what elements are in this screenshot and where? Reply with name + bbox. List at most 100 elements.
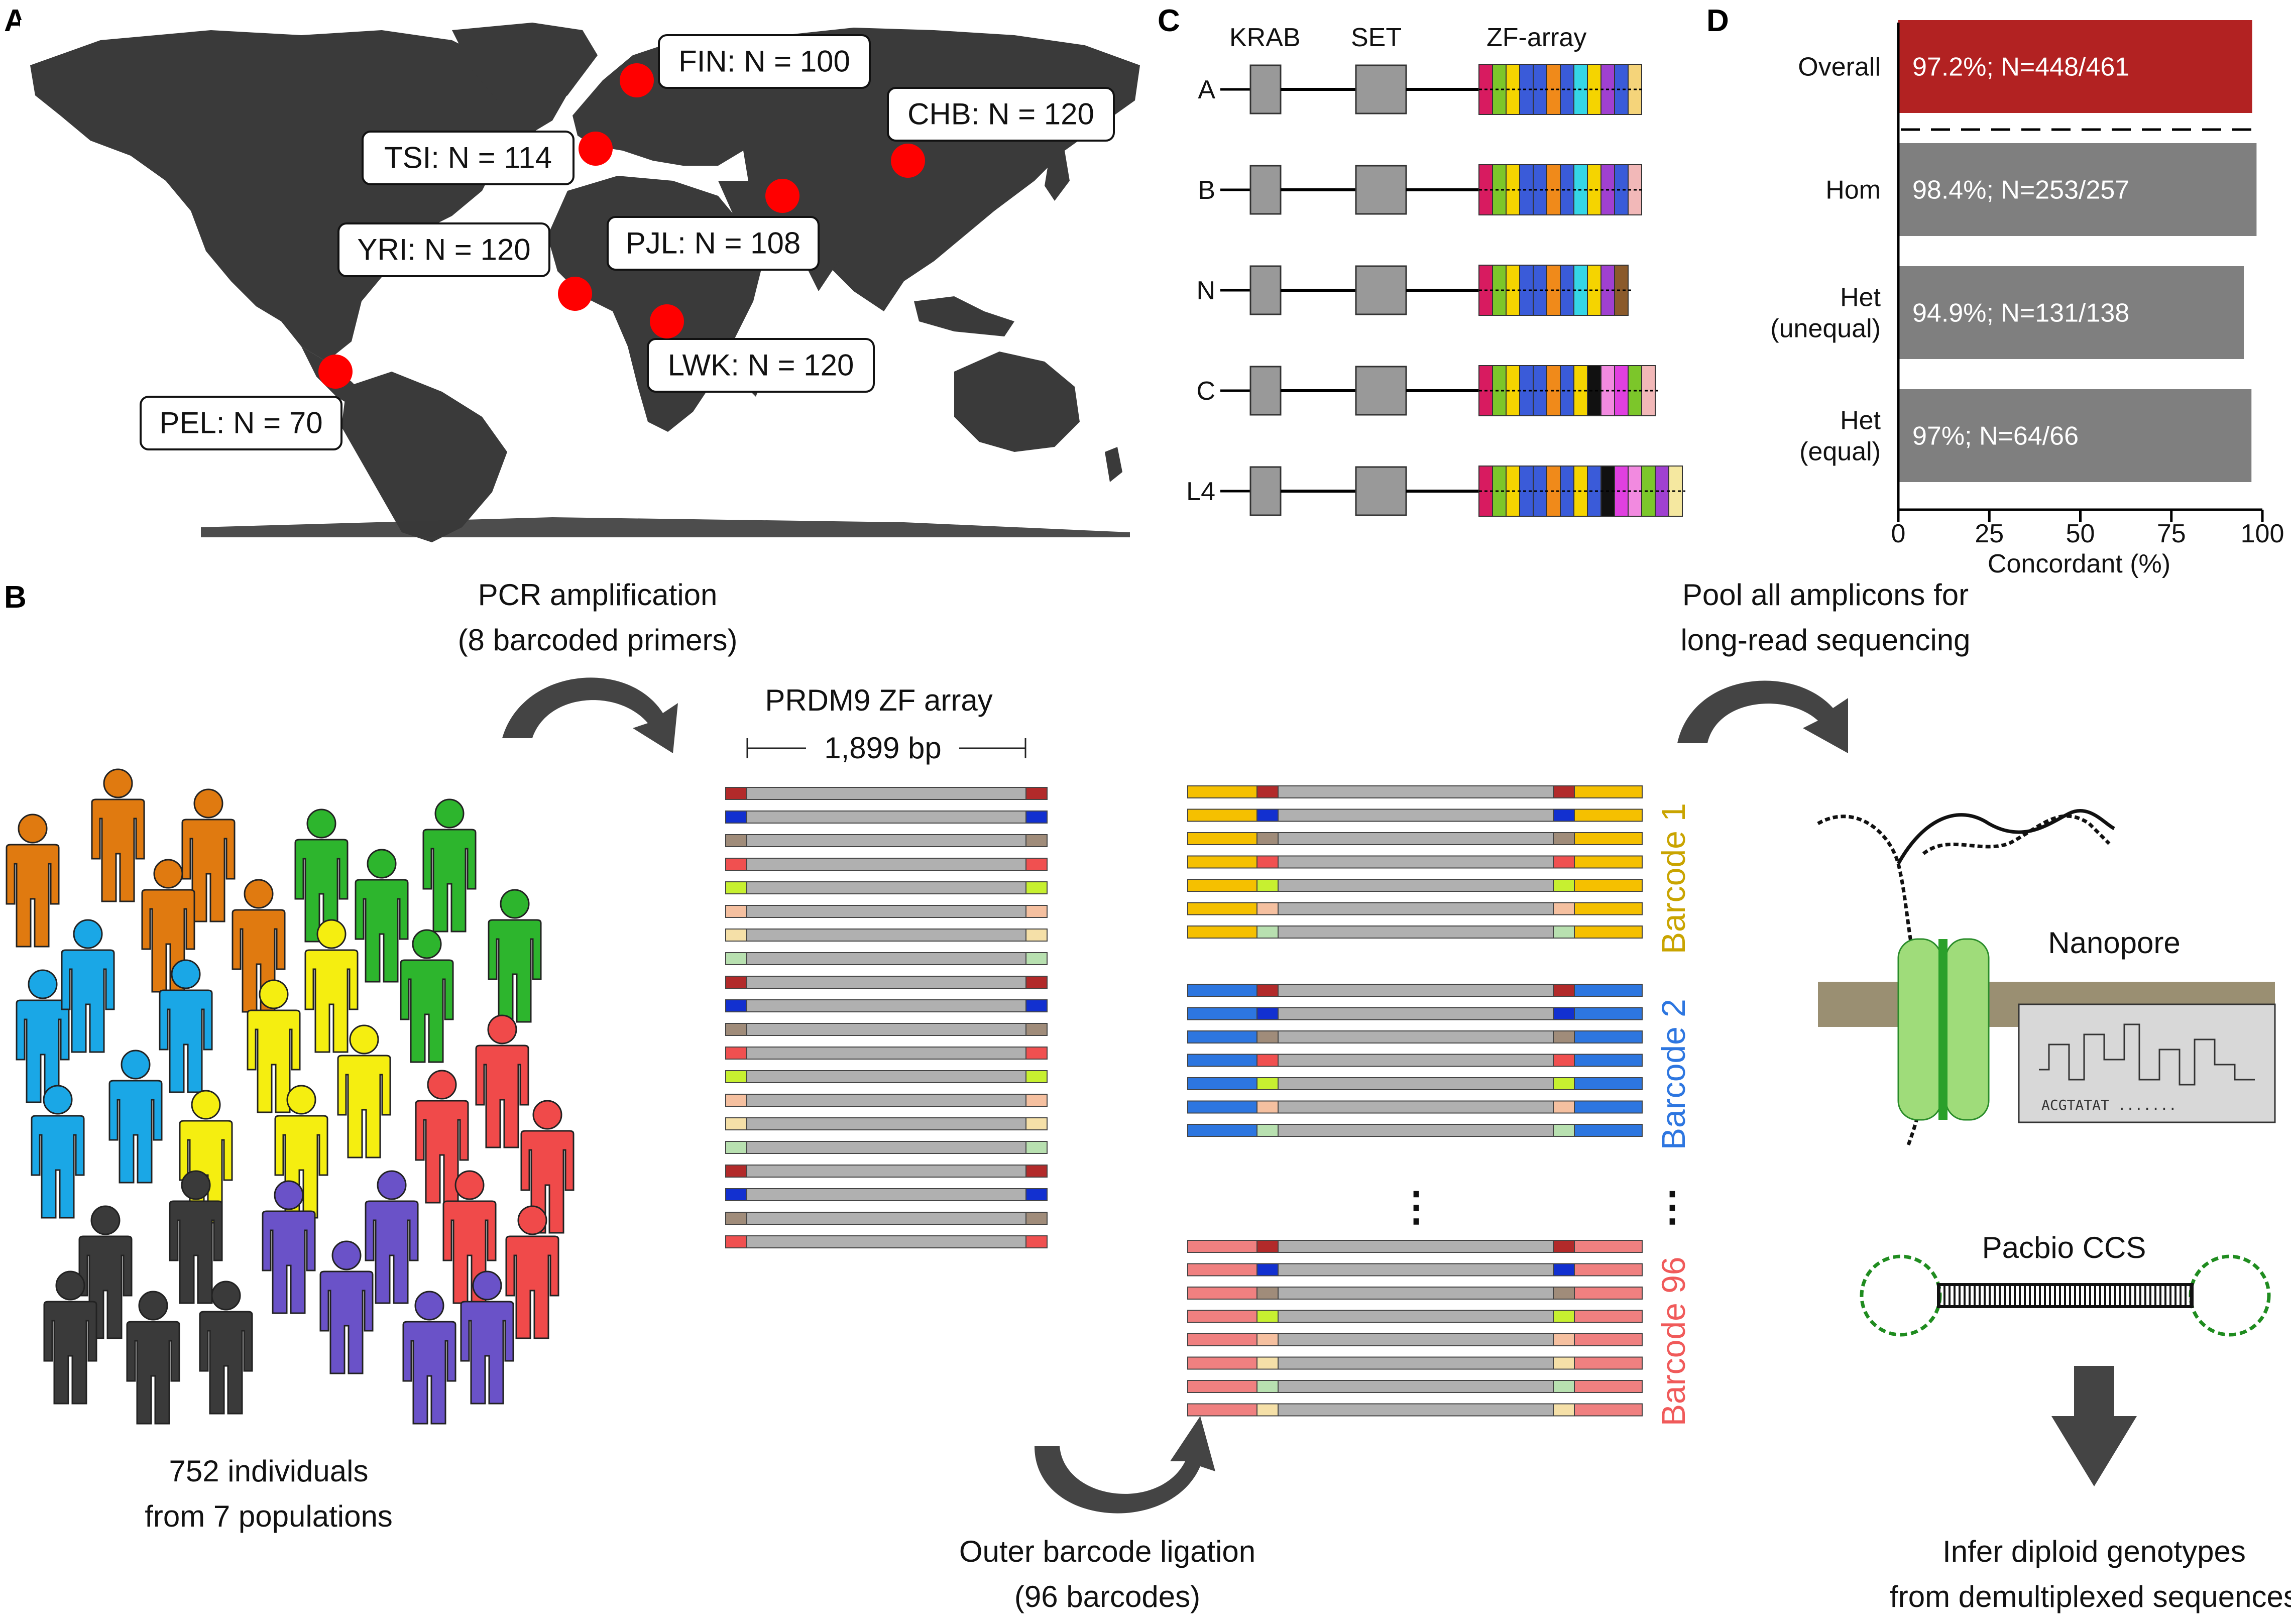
krab-domain-b (1249, 165, 1282, 215)
amplicon-6 (725, 929, 1048, 942)
map-label-box-fin (658, 34, 871, 89)
map-pin-pel (318, 355, 353, 389)
map-label-tsi: TSI: N = 114 (384, 141, 552, 175)
domain-label-zf-array: ZF-array (1486, 23, 1586, 52)
barcoded-end-left-0-0 (1256, 785, 1279, 798)
barcode-left-0-0 (1187, 785, 1257, 798)
amplicon-end-right-13 (1025, 1094, 1048, 1107)
amplicon-17 (725, 1188, 1048, 1201)
person-icon-purple-31 (365, 1170, 419, 1304)
map-pin-fin (620, 63, 654, 97)
bar-label-0: 97.2%; N=448/461 (1912, 53, 2129, 82)
amplicon-end-left-19 (725, 1235, 747, 1248)
amplicon-13 (725, 1094, 1048, 1107)
barcode-left-1-2 (1187, 1030, 1257, 1043)
barcoded-end-right-1-3 (1553, 1054, 1575, 1067)
continent-greenland (452, 23, 598, 115)
barcode-left-1-1 (1187, 1007, 1257, 1020)
amplicon-end-right-19 (1025, 1235, 1048, 1248)
krab-domain-l4 (1249, 466, 1282, 516)
barcoded-end-right-2-3 (1553, 1310, 1575, 1323)
barcode-left-0-2 (1187, 832, 1257, 845)
set-domain-l4 (1355, 466, 1407, 516)
amplicon-2 (725, 834, 1048, 847)
ellipsis-barcodes: ⋮ (1652, 1184, 1692, 1229)
amplicon-end-left-12 (725, 1070, 747, 1083)
amplicon-0 (725, 787, 1048, 800)
barcode-left-1-4 (1187, 1077, 1257, 1090)
amplicon-end-left-3 (725, 858, 747, 871)
bar-0 (1898, 20, 2252, 113)
continent-new-zealand (1105, 447, 1122, 482)
barcoded-end-right-2-1 (1553, 1263, 1575, 1277)
barcode-right-1-3 (1574, 1054, 1643, 1067)
amplicon-14 (725, 1117, 1048, 1130)
barcoded-end-left-2-7 (1256, 1403, 1279, 1417)
amplicon-end-right-8 (1025, 976, 1048, 989)
allele-label-c: C (1196, 377, 1215, 406)
barcoded-end-right-1-6 (1553, 1124, 1575, 1137)
amplicon-end-left-18 (725, 1212, 747, 1225)
map-label-lwk: LWK: N = 120 (668, 349, 854, 382)
amplicon-end-left-6 (725, 929, 747, 942)
barcoded-end-left-1-2 (1256, 1030, 1279, 1043)
set-domain-n (1355, 265, 1407, 315)
map-label-box-pel (140, 396, 342, 450)
barcoded-end-left-0-6 (1256, 925, 1279, 939)
amplicon-12 (725, 1070, 1048, 1083)
barcode-right-1-1 (1574, 1007, 1643, 1020)
continent-australia (954, 352, 1080, 452)
krab-domain-c (1249, 366, 1282, 416)
continent-antarctica (201, 517, 1130, 537)
amplicon-end-right-10 (1025, 1023, 1048, 1036)
amplicon-end-left-2 (725, 834, 747, 847)
amplicon-10 (725, 1023, 1048, 1036)
amplicon-16 (725, 1165, 1048, 1178)
barcode-right-1-5 (1574, 1100, 1643, 1114)
person-icon-yellow-15 (304, 919, 359, 1053)
amplicon-end-left-11 (725, 1047, 747, 1060)
continent-south-america (341, 372, 507, 542)
amplicon-end-right-12 (1025, 1070, 1048, 1083)
map-label-yri: YRI: N = 120 (357, 233, 530, 267)
zf-b-8 (1587, 164, 1601, 215)
pacbio-label: Pacbio CCS (1982, 1231, 2146, 1264)
barcode-right-1-0 (1574, 984, 1643, 997)
barcoded-end-left-1-5 (1256, 1100, 1279, 1114)
person-icon-red-24 (505, 1205, 559, 1339)
category-label-1-0: Hom (1825, 176, 1881, 205)
panel-letter-b: B (4, 580, 27, 615)
amplicon-end-left-16 (725, 1165, 747, 1178)
amplicon-end-right-0 (1025, 787, 1048, 800)
ellipsis-amplicons: ⋮ (1396, 1184, 1436, 1229)
person-icon-blue-13 (31, 1085, 85, 1219)
barcode-left-1-3 (1187, 1054, 1257, 1067)
person-icon-green-9 (488, 889, 542, 1023)
x-tick-label-1: 25 (1975, 519, 2004, 548)
pcr-text-line2: (8 barcoded primers) (458, 623, 738, 657)
bar-2 (1898, 266, 2244, 359)
barcode-left-2-0 (1187, 1240, 1257, 1253)
dna-helix-1 (1896, 809, 2115, 865)
amplicon-end-right-6 (1025, 929, 1048, 942)
category-label-2-0: Het (1840, 283, 1881, 312)
panel-letter-c: C (1158, 4, 1180, 38)
person-icon-green-8 (400, 929, 454, 1063)
barcoded-end-right-2-6 (1553, 1380, 1575, 1393)
barcode-left-2-4 (1187, 1333, 1257, 1346)
barcode-left-0-3 (1187, 855, 1257, 869)
category-label-3-1: (equal) (1799, 437, 1881, 467)
amplicon-8 (725, 976, 1048, 989)
array-title: PRDM9 ZF array (765, 683, 992, 717)
domain-label-krab: KRAB (1229, 23, 1301, 52)
barcode-right-2-1 (1574, 1263, 1643, 1277)
signal-trace (2039, 1023, 2255, 1086)
set-domain-b (1355, 165, 1407, 215)
amplicon-end-left-1 (725, 810, 747, 824)
sequencing-workflow: PCR amplification (8 barcoded primers) P… (6, 578, 2291, 1613)
barcode-right-1-4 (1574, 1077, 1643, 1090)
x-tick-label-2: 50 (2066, 519, 2095, 548)
barcoded-end-left-2-5 (1256, 1356, 1279, 1370)
